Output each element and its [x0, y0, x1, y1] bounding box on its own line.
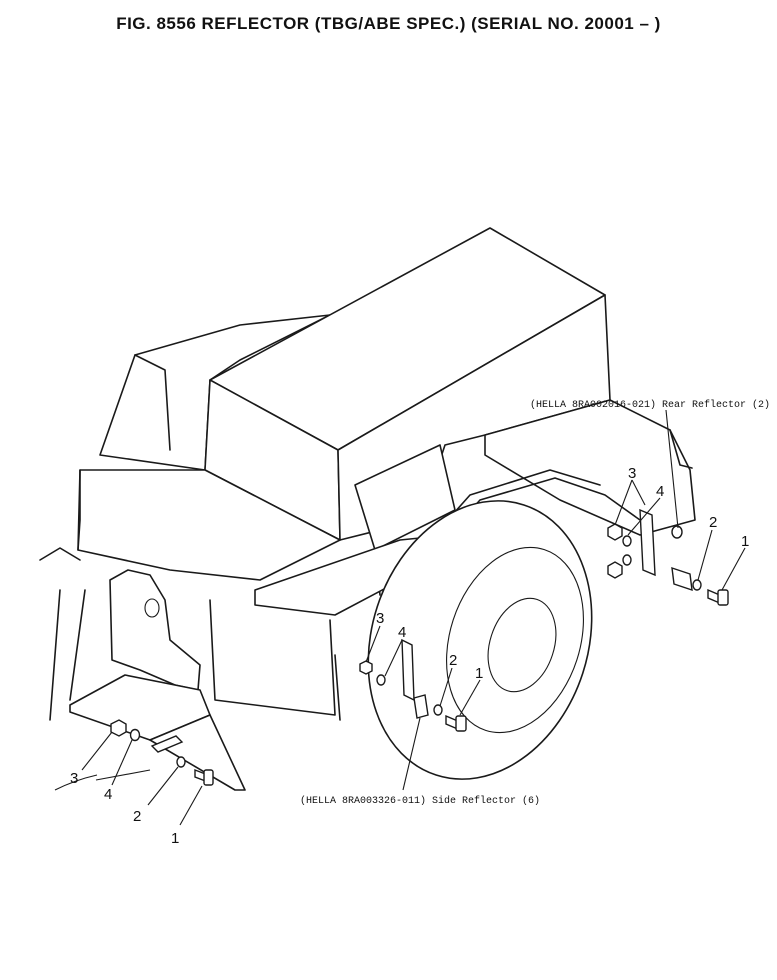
callout-left-3: 3: [70, 770, 78, 787]
callout-right-2: 2: [709, 514, 717, 531]
callout-left-1: 1: [171, 830, 179, 847]
side-reflector-label: (HELLA 8RA003326-011) Side Reflector (6): [300, 795, 540, 807]
callout-middle-4: 4: [398, 624, 406, 641]
callout-middle-1: 1: [475, 665, 483, 682]
callout-left-4: 4: [104, 786, 112, 803]
right-hardware: [607, 508, 729, 606]
callout-left-2: 2: [133, 808, 141, 825]
left-reflector-bracket: [39, 547, 246, 791]
middle-hardware: [359, 638, 467, 732]
callout-middle-2: 2: [449, 652, 457, 669]
callout-numbers: 3 4 2 1 3 4 2 1 3 4 2 1: [70, 465, 749, 847]
callout-right-3: 3: [628, 465, 636, 482]
centre-box: [354, 444, 456, 551]
figure-title: FIG. 8556 REFLECTOR (TBG/ABE SPEC.) (SER…: [116, 14, 661, 33]
callout-middle-3: 3: [376, 610, 384, 627]
rear-reflector-label: (HELLA 8RA002016-021) Rear Reflector (2): [530, 399, 770, 411]
left-hardware: [110, 719, 214, 786]
callout-right-1: 1: [741, 533, 749, 550]
leader-lines: [54, 409, 746, 826]
callout-right-4: 4: [656, 483, 664, 500]
